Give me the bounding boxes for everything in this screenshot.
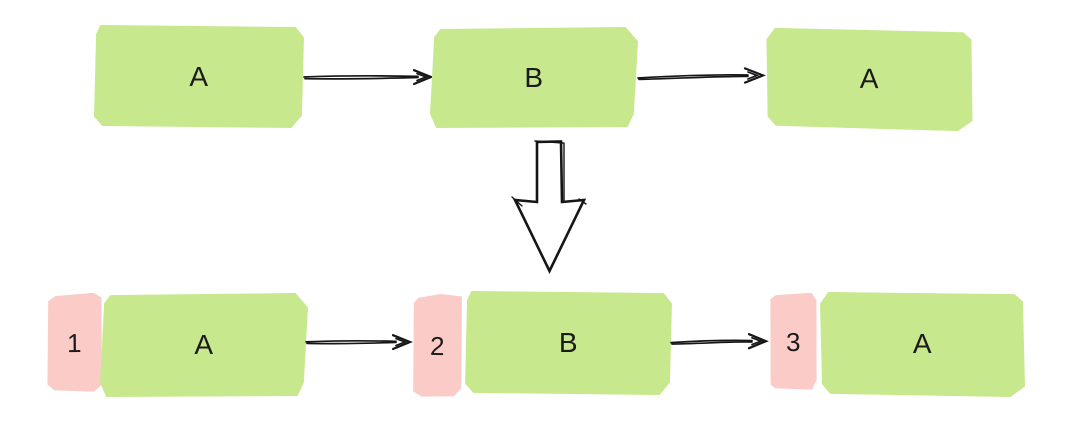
bottom-node-a-1: A: [100, 293, 308, 397]
index-badge-1: 1: [46, 293, 102, 393]
top-node-b: B: [430, 27, 638, 128]
node-label: A: [859, 62, 880, 95]
node-label: A: [912, 328, 933, 359]
bottom-node-a-2: A: [820, 292, 1025, 397]
bottom-arrow-right-2-icon: [670, 333, 769, 350]
top-arrow-right-1-icon: [303, 69, 434, 86]
transform-down-arrow-icon: [511, 140, 587, 274]
top-node-a-1: A: [94, 25, 304, 128]
index-badge-label: 3: [785, 326, 802, 357]
node-label: A: [194, 329, 214, 360]
index-badge-label: 1: [66, 327, 83, 358]
index-badge-2: 2: [412, 294, 463, 398]
top-node-a-2: A: [765, 27, 973, 132]
node-label: A: [189, 60, 209, 92]
index-badge-label: 2: [429, 330, 446, 361]
bottom-node-b: B: [465, 291, 672, 395]
node-label: B: [558, 327, 579, 358]
index-badge-3: 3: [769, 293, 817, 391]
bottom-arrow-right-1-icon: [305, 334, 413, 351]
top-arrow-right-2-icon: [637, 67, 766, 84]
node-label: B: [524, 61, 544, 93]
